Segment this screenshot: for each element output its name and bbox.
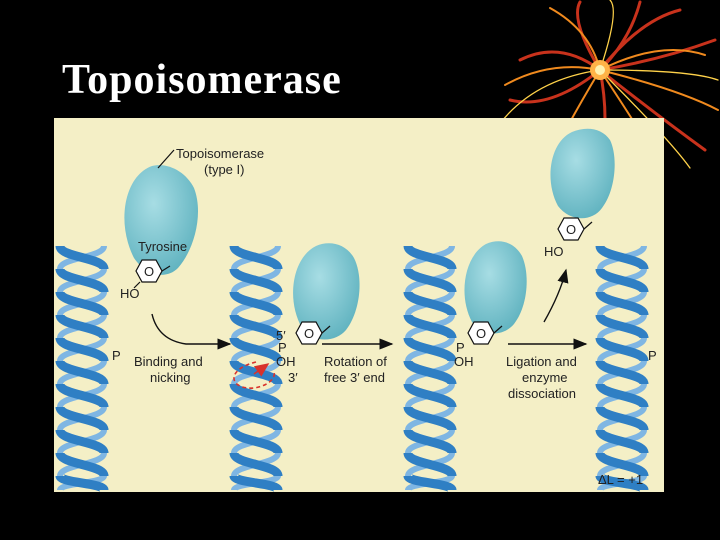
dna-strand-segment — [55, 336, 109, 363]
enzyme-shape-2 — [293, 243, 360, 340]
dna-strand-segment — [229, 313, 283, 340]
phosphate-label-3: P — [456, 340, 465, 355]
dna-strand-segment — [403, 382, 457, 409]
dna-helix-4 — [595, 244, 649, 492]
hydroxyl-label-2: OH — [276, 354, 296, 369]
phosphate-label-1: P — [112, 348, 121, 363]
hydroxyl-left-label: HO — [120, 286, 140, 301]
dna-strand-segment — [229, 428, 283, 455]
topoisomerase-figure: Topoisomerase (type I) Tyrosine O HO P B… — [54, 118, 664, 492]
phosphate-label-2: P — [278, 340, 287, 355]
dna-strand-segment — [403, 244, 457, 271]
dna-strand-segment — [595, 428, 649, 455]
dna-strand-segment — [403, 428, 457, 455]
dna-strand-segment — [595, 471, 649, 492]
dna-strand-segment — [55, 244, 109, 271]
dna-strand-segment — [403, 313, 457, 340]
tyrosine-ring-4: O — [557, 217, 593, 241]
ring-atom-label: O — [566, 222, 576, 237]
dna-strand-segment — [595, 359, 649, 386]
dna-strand-segment — [229, 244, 283, 271]
topoisomerase-diagram: Topoisomerase (type I) Tyrosine O HO P B… — [55, 128, 657, 492]
dna-strand-segment — [403, 471, 457, 492]
enzyme-shape-4 — [550, 128, 615, 219]
dna-helix-2 — [229, 244, 283, 492]
dna-strand-segment — [55, 290, 109, 317]
dna-strand-segment — [55, 382, 109, 409]
dna-strand-segment — [595, 405, 649, 432]
dna-strand-segment — [403, 451, 457, 478]
dna-strand-segment — [595, 382, 649, 409]
dna-strand-segment — [55, 359, 109, 386]
ring-atom-label: O — [476, 326, 486, 341]
enzyme-shape-1 — [124, 165, 199, 275]
dna-strand-segment — [229, 336, 283, 363]
dna-strand-segment — [55, 313, 109, 340]
three-prime-label: 3′ — [288, 370, 298, 385]
dna-strand-segment — [403, 290, 457, 317]
dna-strand-segment — [229, 471, 283, 492]
dna-strand-segment — [595, 336, 649, 363]
tyrosine-ring-1: O — [133, 259, 171, 289]
enzyme-label: Topoisomerase — [176, 146, 264, 161]
ring-atom-label: O — [304, 326, 314, 341]
binding-arrow — [151, 313, 232, 350]
dna-strand-segment — [55, 267, 109, 294]
linking-number-change: ΔL = +1 — [598, 472, 643, 487]
step2-label-line1: Rotation of — [324, 354, 387, 369]
enzyme-type-label: (type I) — [204, 162, 244, 177]
hydroxyl-label-3: OH — [454, 354, 474, 369]
slide-title: Topoisomerase — [62, 57, 342, 103]
dna-strand-segment — [403, 405, 457, 432]
dna-strand-segment — [595, 267, 649, 294]
dna-strand-segment — [55, 428, 109, 455]
enzyme-pointer-line — [157, 149, 175, 169]
phosphate-label-4: P — [648, 348, 657, 363]
step1-label-line2: nicking — [150, 370, 190, 385]
step3-label-line3: dissociation — [508, 386, 576, 401]
dissociation-arrow — [543, 268, 569, 323]
dna-strand-segment — [229, 405, 283, 432]
tyrosine-ring-2: O — [295, 321, 331, 345]
dna-strand-segment — [595, 290, 649, 317]
dna-helix-1 — [55, 244, 109, 492]
step1-label-line1: Binding and — [134, 354, 203, 369]
ring-atom-label: O — [144, 264, 154, 279]
step3-label-line1: Ligation and — [506, 354, 577, 369]
dna-strand-segment — [595, 451, 649, 478]
dna-strand-segment — [229, 382, 283, 409]
rotation-arrowhead — [253, 363, 270, 377]
dna-strand-segment — [403, 267, 457, 294]
five-prime-label: 5′ — [276, 328, 286, 343]
dna-strand-segment — [229, 290, 283, 317]
dna-strand-segment — [595, 244, 649, 271]
dna-strand-segment — [595, 313, 649, 340]
dna-strand-segment — [403, 336, 457, 363]
tyrosine-label: Tyrosine — [138, 239, 187, 254]
tyrosine-ring-3: O — [467, 321, 503, 345]
step3-label-line2: enzyme — [522, 370, 568, 385]
hydroxyl-top-label: HO — [544, 244, 564, 259]
enzyme-shape-3 — [464, 241, 527, 334]
dna-strand-segment — [229, 267, 283, 294]
dna-strand-segment — [403, 359, 457, 386]
dna-helix-3 — [403, 244, 457, 492]
step2-label-line2: free 3′ end — [324, 370, 385, 385]
dna-strand-segment — [55, 471, 109, 492]
dna-strand-segment — [55, 451, 109, 478]
dna-strand-segment — [55, 405, 109, 432]
dna-strand-segment — [229, 451, 283, 478]
